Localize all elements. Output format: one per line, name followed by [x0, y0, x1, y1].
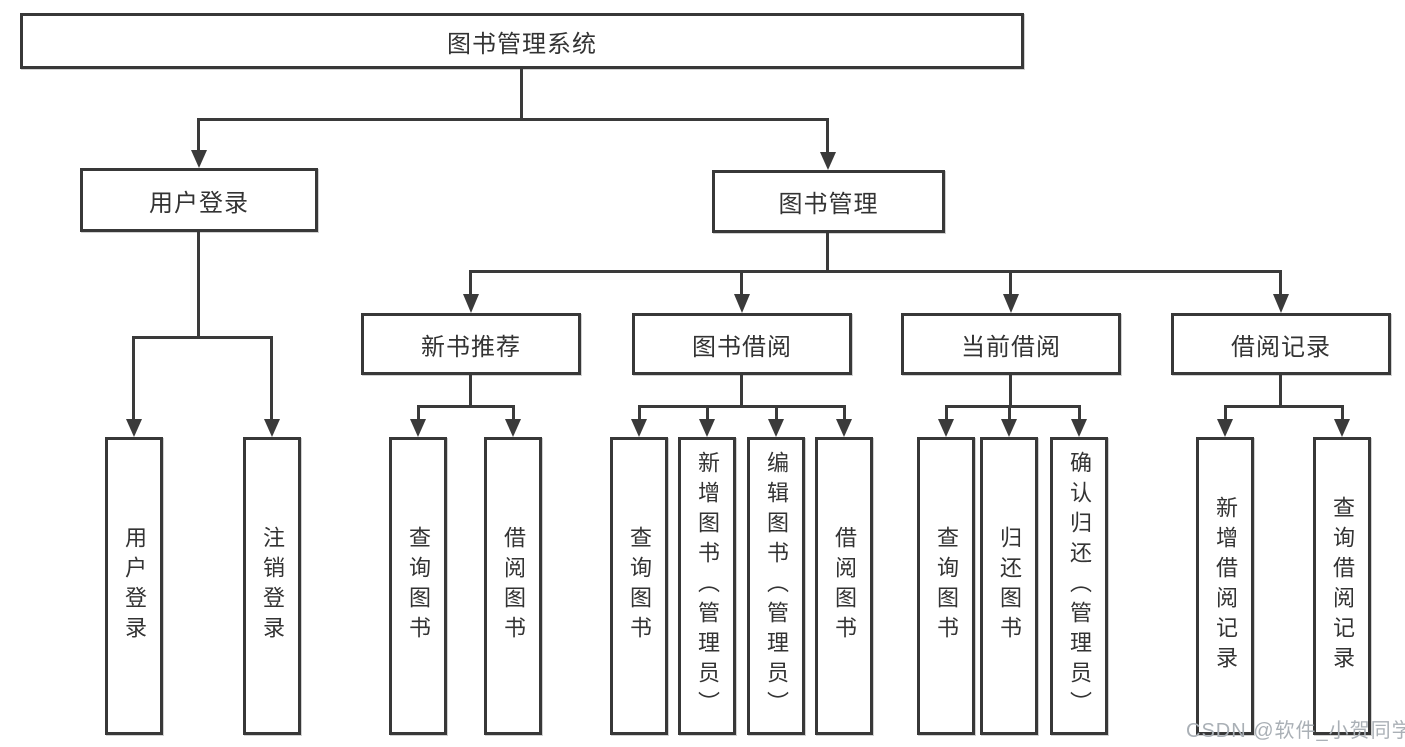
connector-line — [520, 69, 523, 121]
connector-line — [1279, 375, 1282, 408]
arrow-down-icon — [1273, 294, 1289, 313]
node-user-login: 用户登录 — [80, 168, 318, 232]
connector-line — [132, 336, 135, 421]
connector-line — [826, 118, 829, 154]
node-leaf-edit-books-admin: 编辑图书（管理员） — [747, 437, 805, 735]
node-label: 用户登录 — [149, 189, 249, 217]
node-label: 借阅图书 — [501, 526, 526, 646]
connector-line — [469, 270, 472, 296]
connector-line — [469, 375, 472, 408]
connector-line — [132, 336, 273, 339]
node-label: 查询借阅记录 — [1330, 496, 1355, 676]
node-label: 图书管理系统 — [447, 30, 597, 58]
node-leaf-confirm-return-admin: 确认归还（管理员） — [1050, 437, 1108, 735]
connector-line — [945, 405, 948, 421]
node-book-borrow: 图书借阅 — [632, 313, 852, 375]
arrow-down-icon — [1003, 294, 1019, 313]
node-leaf-recommend-query-books: 查询图书 — [389, 437, 447, 735]
node-label: 图书借阅 — [692, 333, 792, 361]
node-label: 确认归还（管理员） — [1067, 451, 1092, 721]
node-book-management: 图书管理 — [712, 170, 945, 233]
connector-line — [1009, 375, 1012, 408]
connector-line — [945, 405, 1081, 408]
node-leaf-add-books-admin: 新增图书（管理员） — [678, 437, 736, 735]
node-label: 图书管理 — [778, 191, 879, 218]
arrow-down-icon — [820, 152, 836, 170]
connector-line — [197, 118, 200, 152]
connector-line — [197, 118, 829, 121]
connector-line — [197, 232, 200, 339]
arrow-down-icon — [191, 150, 207, 168]
connector-line — [512, 405, 515, 421]
connector-line — [740, 270, 743, 296]
connector-line — [638, 405, 846, 408]
connector-line — [826, 233, 829, 273]
node-leaf-borrow-borrow-books: 借阅图书 — [815, 437, 873, 735]
connector-line — [1341, 405, 1344, 421]
arrow-down-icon — [126, 419, 142, 437]
arrow-down-icon — [1001, 419, 1017, 437]
connector-line — [1279, 270, 1282, 296]
connector-line — [1224, 405, 1227, 421]
arrow-down-icon — [410, 419, 426, 437]
arrow-down-icon — [938, 419, 954, 437]
arrow-down-icon — [699, 419, 715, 437]
connector-line — [417, 405, 515, 408]
node-label: 用户登录 — [122, 526, 147, 646]
node-label: 借阅记录 — [1231, 333, 1331, 361]
node-label: 新增借阅记录 — [1213, 496, 1238, 676]
node-label: 注销登录 — [260, 526, 285, 646]
node-borrow-records: 借阅记录 — [1171, 313, 1391, 375]
watermark-text: CSDN @软件_小贺同学 — [1186, 720, 1405, 742]
node-label: 当前借阅 — [961, 333, 1061, 361]
connector-line — [270, 336, 273, 421]
node-leaf-user-login: 用户登录 — [105, 437, 163, 735]
node-label: 借阅图书 — [832, 526, 857, 646]
connector-line — [706, 405, 709, 421]
connector-line — [1078, 405, 1081, 421]
node-current-borrow: 当前借阅 — [901, 313, 1121, 375]
connector-line — [1224, 405, 1344, 408]
node-leaf-add-borrow-record: 新增借阅记录 — [1196, 437, 1254, 735]
node-label: 查询图书 — [934, 526, 959, 646]
connector-line — [469, 270, 1282, 273]
arrow-down-icon — [734, 294, 750, 313]
node-label: 编辑图书（管理员） — [764, 451, 789, 721]
arrow-down-icon — [768, 419, 784, 437]
arrow-down-icon — [505, 419, 521, 437]
arrow-down-icon — [463, 294, 479, 313]
node-label: 新书推荐 — [421, 333, 521, 361]
connector-line — [775, 405, 778, 421]
connector-line — [417, 405, 420, 421]
node-label: 查询图书 — [627, 526, 652, 646]
node-label: 查询图书 — [406, 526, 431, 646]
node-leaf-recommend-borrow-books: 借阅图书 — [484, 437, 542, 735]
node-label: 新增图书（管理员） — [695, 451, 720, 721]
connector-line — [740, 375, 743, 408]
arrow-down-icon — [836, 419, 852, 437]
node-label: 归还图书 — [997, 526, 1022, 646]
arrow-down-icon — [1071, 419, 1087, 437]
arrow-down-icon — [631, 419, 647, 437]
connector-line — [1009, 270, 1012, 296]
arrow-down-icon — [1334, 419, 1350, 437]
node-new-book-recommend: 新书推荐 — [361, 313, 581, 375]
connector-line — [638, 405, 641, 421]
connector-line — [843, 405, 846, 421]
connector-line — [1008, 405, 1011, 421]
node-leaf-query-borrow-record: 查询借阅记录 — [1313, 437, 1371, 735]
node-leaf-return-books: 归还图书 — [980, 437, 1038, 735]
arrow-down-icon — [1217, 419, 1233, 437]
node-leaf-current-query-books: 查询图书 — [917, 437, 975, 735]
node-root: 图书管理系统 — [20, 13, 1024, 69]
arrow-down-icon — [264, 419, 280, 437]
node-leaf-logout: 注销登录 — [243, 437, 301, 735]
node-leaf-borrow-query-books: 查询图书 — [610, 437, 668, 735]
